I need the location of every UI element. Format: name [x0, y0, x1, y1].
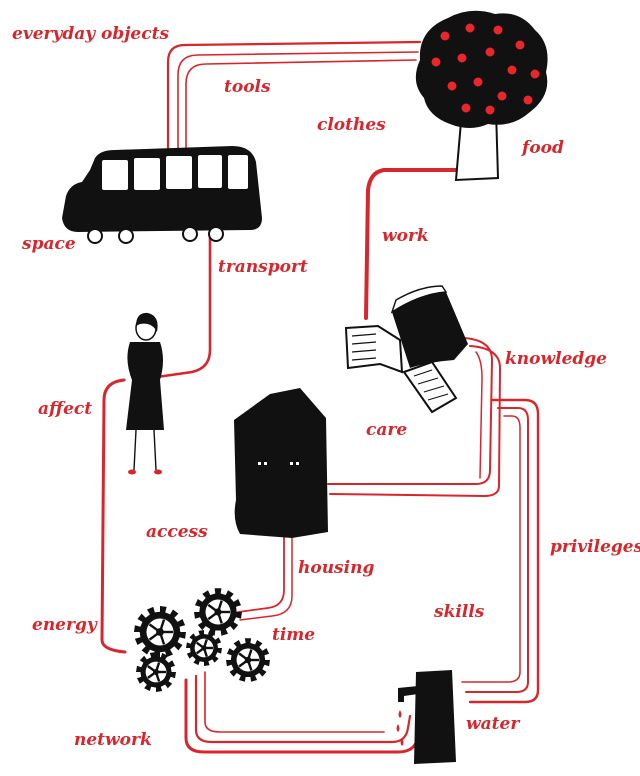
label-network: network [74, 732, 152, 749]
line-bus-tree-2 [178, 52, 418, 150]
label-transport: transport [218, 259, 308, 276]
gear-center [153, 669, 159, 675]
tree-crown [416, 11, 548, 128]
label-space: space [22, 236, 76, 253]
tap-column [414, 670, 456, 764]
line-bus-tree-3 [186, 60, 416, 152]
gears-icon [134, 588, 270, 692]
line-person-gears [102, 380, 125, 652]
house-icon [234, 388, 328, 538]
line-privileges-2 [466, 408, 528, 692]
tap-spout [398, 686, 418, 702]
person-icon [126, 313, 164, 475]
book-open [346, 326, 402, 372]
label-privileges: privileges [550, 539, 640, 556]
label-care: care [366, 422, 407, 439]
label-housing: housing [298, 560, 374, 577]
label-tools: tools [224, 79, 271, 96]
label-affect: affect [38, 401, 92, 418]
bus-icon [62, 146, 262, 243]
line-house-gears-1 [238, 530, 284, 612]
gear-center [245, 657, 252, 664]
label-skills: skills [434, 604, 484, 621]
label-energy: energy [32, 617, 97, 634]
label-everyday-objects: everyday objects [12, 26, 169, 43]
person-skirt [126, 380, 164, 430]
gear-center [201, 645, 206, 650]
gear-center [156, 628, 164, 636]
label-time: time [272, 627, 315, 644]
label-work: work [382, 228, 429, 245]
label-water: water [466, 716, 519, 733]
label-access: access [146, 524, 208, 541]
label-food: food [522, 140, 564, 157]
line-gears-tap-3 [205, 672, 384, 732]
label-knowledge: knowledge [505, 351, 607, 368]
house-body [234, 388, 328, 538]
book-small [404, 362, 456, 412]
label-clothes: clothes [317, 117, 386, 134]
line-books-house-3 [476, 352, 482, 478]
gear-center [214, 608, 221, 615]
